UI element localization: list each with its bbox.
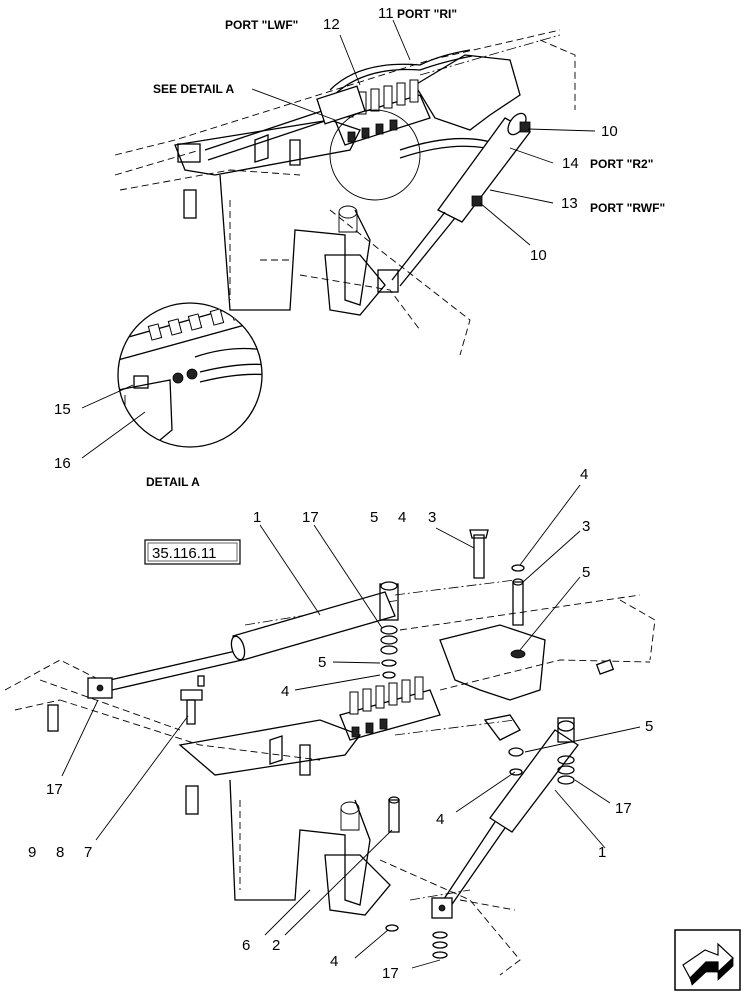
washer-stack-17-right (508, 747, 575, 785)
callout-9: 9 (28, 844, 36, 861)
callout-4-right-top: 4 (580, 466, 588, 483)
callout-8: 8 (56, 844, 64, 861)
callout-7: 7 (84, 844, 92, 861)
callout-14: 14 (562, 155, 579, 172)
callout-5-right: 5 (582, 564, 590, 581)
washer-5 (510, 649, 526, 659)
detail-a-view (81, 302, 263, 459)
washer-stack-17-left (380, 625, 398, 679)
callout-4-top: 4 (398, 509, 406, 526)
leader-lines (61, 19, 641, 969)
callout-15: 15 (54, 401, 71, 418)
pin-3-left (469, 529, 489, 579)
callout-17-right: 17 (615, 800, 632, 817)
pin-3-right (512, 578, 524, 626)
port-ri-label: PORT "RI" (397, 7, 457, 21)
callout-3-right: 3 (582, 518, 590, 535)
valve-block-bottom (339, 676, 441, 741)
callout-17-top: 17 (302, 509, 319, 526)
pin-2 (388, 796, 400, 833)
callout-1-left: 1 (253, 509, 261, 526)
text-callouts: PORT "LWF" 12 11 PORT "RI" SEE DETAIL A … (28, 5, 665, 982)
callout-4-right-lower: 4 (436, 811, 444, 828)
callout-6: 6 (242, 937, 250, 954)
port-r2-label: PORT "R2" (590, 157, 653, 171)
see-detail-label: SEE DETAIL A (153, 82, 234, 96)
callout-2: 2 (272, 937, 280, 954)
bottom-assembly (4, 529, 656, 976)
next-page-arrow-icon[interactable] (674, 929, 741, 991)
callout-13: 13 (561, 195, 578, 212)
washer-4 (511, 564, 525, 572)
callout-3-left: 3 (428, 509, 436, 526)
detail-a-title: DETAIL A (146, 475, 200, 489)
top-assembly (114, 29, 576, 356)
callout-16: 16 (54, 455, 71, 472)
port-rwf-label: PORT "RWF" (590, 201, 665, 215)
callout-5-left: 5 (318, 654, 326, 671)
callout-4-bottom: 4 (330, 953, 338, 970)
reference-box[interactable]: 35.116.11 (144, 539, 241, 565)
callout-17-left: 17 (46, 781, 63, 798)
callout-4-left: 4 (281, 683, 289, 700)
callout-10-bottom: 10 (530, 247, 547, 264)
cylinder-1-left (87, 581, 399, 699)
cylinder-1-right (431, 717, 579, 919)
cylinder-upper-right (391, 112, 531, 287)
callout-5-top: 5 (370, 509, 378, 526)
washer-stack-17-bottom (385, 924, 448, 959)
port-lwf-label: PORT "LWF" (225, 18, 298, 32)
callout-10-top: 10 (601, 123, 618, 140)
reference-box-label: 35.116.11 (152, 545, 217, 562)
callout-5-right-lower: 5 (645, 718, 653, 735)
callout-11: 11 (378, 5, 394, 22)
callout-12: 12 (323, 16, 340, 33)
pin-7 (180, 675, 205, 725)
callout-1-right: 1 (598, 844, 606, 861)
callout-17-bottom: 17 (382, 965, 399, 982)
